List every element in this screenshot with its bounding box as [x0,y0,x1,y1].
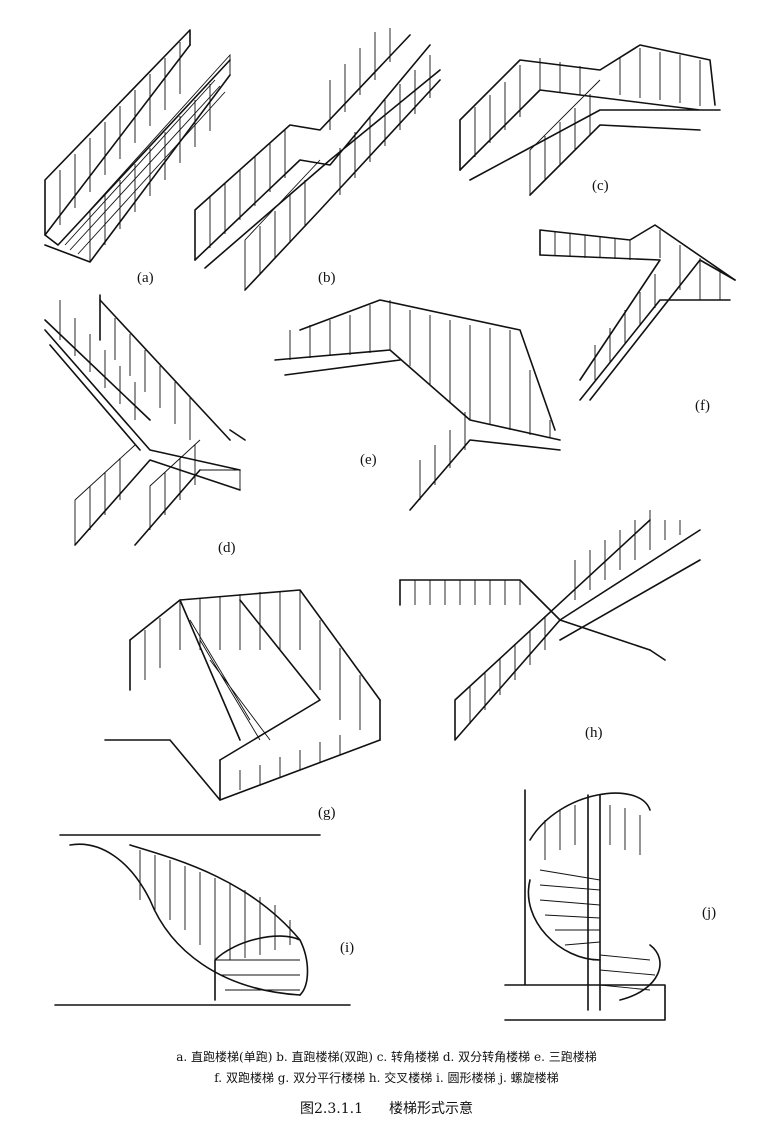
label-b: (b) [318,270,336,286]
label-g: (g) [318,805,336,821]
stair-d-split-corner [44,294,246,546]
figure-number: 图2.3.1.1 [300,1101,363,1117]
stair-e-three-run [274,299,561,511]
stair-c-corner [459,44,721,196]
stair-j-spiral [504,789,666,1021]
label-c: (c) [592,178,609,194]
figure-title: 图2.3.1.1 楼梯形式示意 [0,1098,773,1118]
label-e: (e) [360,452,377,468]
label-j: (j) [702,905,717,921]
caption-line-2: f. 双跑楼梯 g. 双分平行楼梯 h. 交叉楼梯 i. 圆形楼梯 j. 螺旋楼… [214,1071,559,1085]
caption-line-1: a. 直跑楼梯(单跑) b. 直跑楼梯(双跑) c. 转角楼梯 d. 双分转角楼… [176,1050,597,1064]
label-h: (h) [585,725,603,741]
label-a: (a) [137,270,154,286]
label-i: (i) [340,940,355,956]
stair-f-double-run [539,224,736,401]
label-f: (f) [695,398,710,414]
stair-h-cross [399,510,701,741]
stair-i-circular [54,834,351,1006]
stair-b-straight-double-run [194,28,441,291]
stair-a-straight-single-run [44,29,231,263]
label-d: (d) [218,540,236,556]
figure-title-text: 楼梯形式示意 [388,1101,473,1117]
stair-g-split-parallel [104,589,381,801]
